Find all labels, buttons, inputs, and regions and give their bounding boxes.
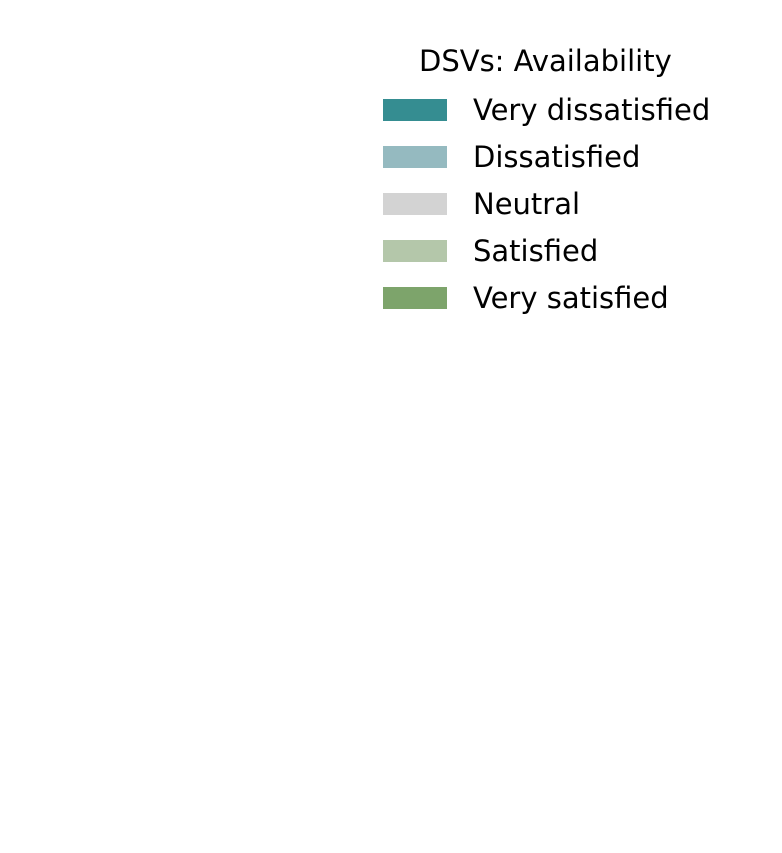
legend-label: Satisfied — [473, 234, 599, 268]
legend-title: DSVs: Availability — [419, 44, 672, 78]
legend-swatch — [383, 193, 447, 215]
legend-swatch — [383, 240, 447, 262]
legend-swatch — [383, 99, 447, 121]
legend-label: Dissatisfied — [473, 140, 641, 174]
legend-label: Very dissatisfied — [473, 93, 711, 127]
legend-label: Very satisfied — [473, 281, 669, 315]
legend-label: Neutral — [473, 187, 581, 221]
legend-swatch — [383, 287, 447, 309]
legend-swatch — [383, 146, 447, 168]
